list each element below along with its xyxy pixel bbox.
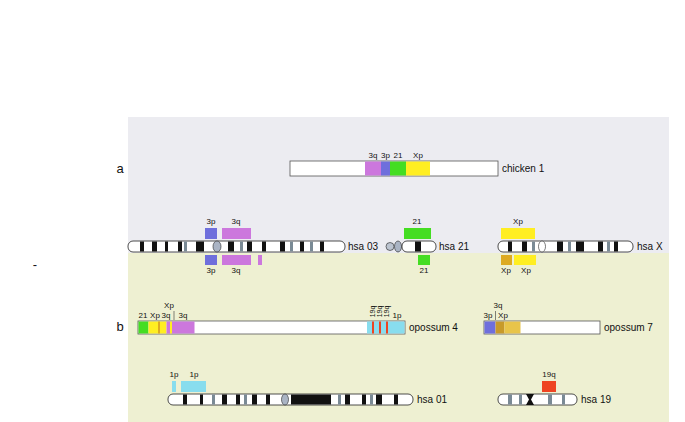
chromosome-name: hsa 01 [417, 395, 447, 405]
chromosome-name: hsa 21 [439, 242, 469, 252]
panel-letter: a [116, 162, 123, 175]
panel-letter: b [116, 320, 123, 333]
segment-label: 3q [179, 312, 188, 320]
segment-label: 1p [393, 312, 402, 320]
segment-label: 3q [369, 152, 378, 160]
chromosome-name: chicken 1 [502, 164, 544, 174]
segment-label: 19q [370, 306, 377, 318]
segment-label: 21 [413, 218, 422, 226]
segment-label: 1p [190, 371, 199, 379]
chromosome-label: opossum 4 [409, 322, 458, 333]
chromosome-label: opossum 7 [604, 322, 653, 333]
segment-label: Xp [150, 312, 160, 320]
segment-label: Xp [501, 267, 511, 275]
chromosome-label: hsa 01 [417, 394, 447, 405]
segment-label: 19q [377, 306, 384, 318]
segment-label: Xp [513, 218, 523, 226]
segment-label: 3q [494, 302, 503, 310]
segment-label: Xp [521, 267, 531, 275]
segment-label: 3p [207, 218, 216, 226]
chromosome-label: hsa 03 [348, 241, 378, 252]
segment-label: 1p [170, 371, 179, 379]
chromosome-label: hsa 21 [439, 241, 469, 252]
segment-label: 3q [162, 312, 171, 320]
chromosome-label: hsa 19 [581, 394, 611, 405]
segment-label: 3p [484, 312, 493, 320]
segment-label: Xp [164, 302, 174, 310]
segment-label: 19q [384, 306, 391, 318]
segment-label: 19q [542, 371, 555, 379]
segment-label: 21 [394, 152, 403, 160]
segment-label: 3p [207, 267, 216, 275]
chromosome-label: hsa X [637, 241, 663, 252]
chromosome-name: hsa 19 [581, 395, 611, 405]
segment-label: 3q [232, 267, 241, 275]
segment-label: Xp [413, 152, 423, 160]
segment-label: Xp [498, 312, 508, 320]
segment-label: 21 [420, 267, 429, 275]
segment-label: 21 [139, 312, 148, 320]
chromosome-name: hsa X [637, 242, 663, 252]
chromosome-name: opossum 4 [409, 323, 458, 333]
segment-label: 3p [381, 152, 390, 160]
chromosome-label: chicken 1 [502, 163, 544, 174]
segment-label: 3q [232, 218, 241, 226]
chromosome-name: hsa 03 [348, 242, 378, 252]
chromosome-name: opossum 7 [604, 323, 653, 333]
dash-mark: - [33, 258, 37, 271]
